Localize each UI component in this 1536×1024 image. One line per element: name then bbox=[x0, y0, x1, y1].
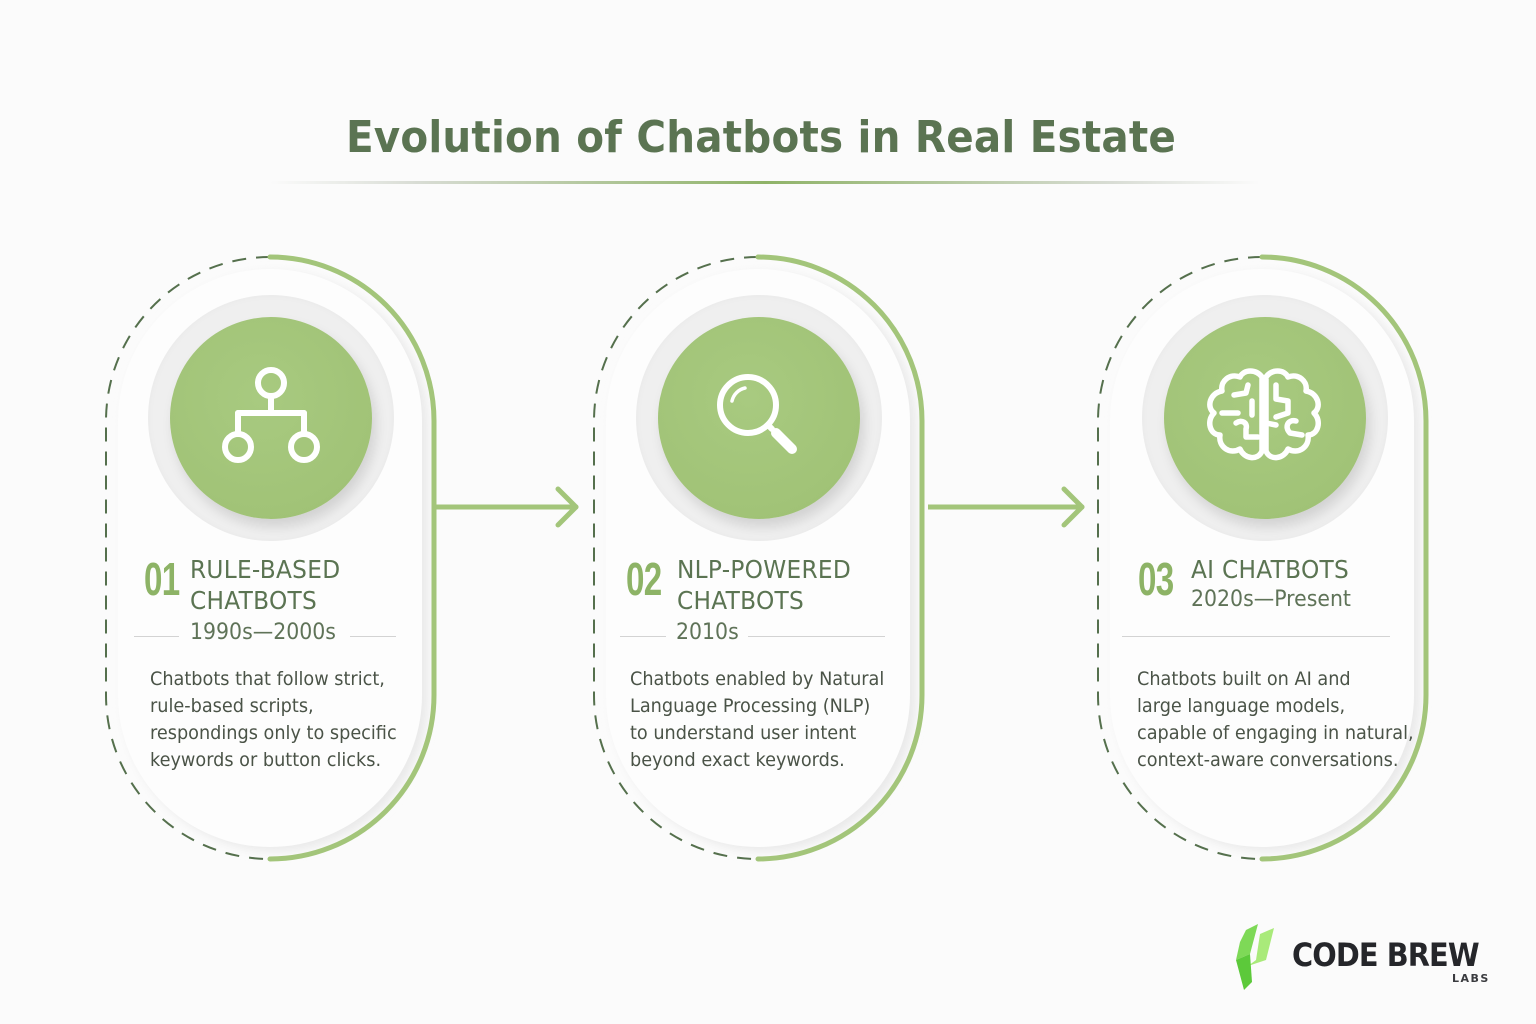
code-brew-logo-icon bbox=[1236, 924, 1274, 990]
stage-description-line: context-aware conversations. bbox=[1137, 749, 1399, 771]
magnifying-glass-icon bbox=[717, 374, 797, 454]
stage-card-2: 02 NLP-POWERED CHATBOTS 2010s Chatbots e… bbox=[592, 254, 926, 862]
stage-description-line: to understand user intent bbox=[630, 722, 857, 744]
icon-disc bbox=[170, 317, 372, 519]
icon-disc bbox=[1164, 317, 1366, 519]
logo-sub: LABS bbox=[1452, 972, 1490, 985]
stage-description-line: capable of engaging in natural, bbox=[1137, 722, 1414, 744]
title-underline bbox=[270, 181, 1260, 184]
stage-heading-line1: AI CHATBOTS bbox=[1191, 555, 1350, 584]
era-rule-right bbox=[350, 636, 396, 637]
stage-card-1: 01 RULE-BASED CHATBOTS 1990s—2000s Chatb… bbox=[104, 254, 438, 862]
era-rule-left bbox=[620, 636, 666, 637]
stage-number: 02 bbox=[626, 553, 662, 605]
page-title: Evolution of Chatbots in Real Estate bbox=[345, 112, 1177, 163]
stage-number: 03 bbox=[1138, 553, 1174, 605]
era-rule-right bbox=[748, 636, 885, 637]
stage-card-3: 03 AI CHATBOTS 2020s—Present Chatbots bu… bbox=[1096, 254, 1430, 862]
stage-description-line: Chatbots enabled by Natural bbox=[630, 668, 885, 690]
stage-era: 1990s—2000s bbox=[190, 620, 336, 645]
era-rule-left bbox=[134, 636, 179, 637]
brain-icon bbox=[1207, 368, 1321, 461]
stage-era: 2010s bbox=[676, 620, 739, 645]
stage-description-line: large language models, bbox=[1137, 695, 1346, 717]
icon-disc bbox=[658, 317, 860, 519]
hierarchy-tree-icon bbox=[222, 367, 320, 463]
stage-heading-line1: RULE-BASED bbox=[190, 555, 341, 584]
stage-description-line: respondings only to specific bbox=[150, 722, 397, 744]
stage-description-line: keywords or button clicks. bbox=[150, 749, 382, 771]
stage-era: 2020s—Present bbox=[1191, 587, 1351, 612]
era-rule bbox=[1122, 636, 1390, 637]
arrow-right-icon bbox=[928, 486, 1085, 528]
arrow-right-icon bbox=[436, 486, 579, 528]
stage-number: 01 bbox=[144, 553, 180, 605]
stage-heading-line2: CHATBOTS bbox=[677, 586, 805, 615]
stage-description-line: Chatbots built on AI and bbox=[1137, 668, 1351, 690]
stage-description-line: rule-based scripts, bbox=[150, 695, 314, 717]
stage-description-line: Chatbots that follow strict, bbox=[150, 668, 385, 690]
logo-name: CODE BREW bbox=[1292, 936, 1480, 974]
stage-description-line: beyond exact keywords. bbox=[630, 749, 845, 771]
stage-description-line: Language Processing (NLP) bbox=[630, 695, 871, 717]
brand-logo: CODE BREW LABS bbox=[1226, 920, 1506, 990]
stage-heading-line1: NLP-POWERED bbox=[677, 555, 852, 584]
stage-heading-line2: CHATBOTS bbox=[190, 586, 318, 615]
